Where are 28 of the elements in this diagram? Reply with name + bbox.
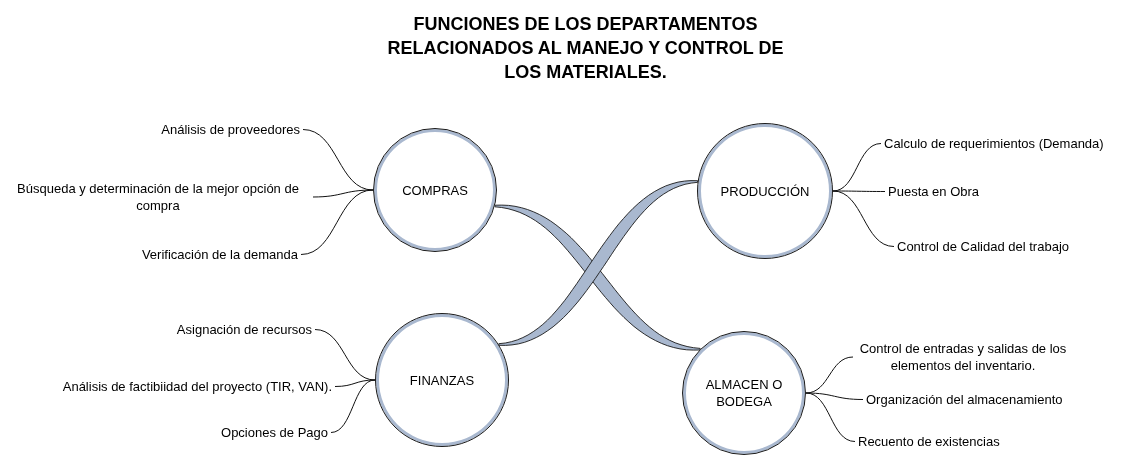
bracket-connector — [334, 379, 376, 387]
ribbon-connector — [498, 180, 699, 346]
diagram-title: FUNCIONES DE LOS DEPARTAMENTOS RELACIONADOS AL MANEJO Y CONTROL DE LOS MATERIALES. — [386, 13, 785, 84]
function-text: Búsqueda y determinación de la mejor opción de compra — [6, 180, 310, 214]
ribbon-connector — [494, 204, 701, 351]
bracket-connector — [314, 329, 376, 381]
bracket-connector — [330, 379, 376, 433]
function-text: Análisis de proveedores — [100, 121, 300, 138]
function-text: Análisis de factibiidad del proyecto (TIR, VAN). — [6, 378, 332, 395]
function-text: Organización del almacenamiento — [866, 391, 1096, 408]
function-text: Asignación de recursos — [100, 321, 312, 338]
function-text: Control de Calidad del trabajo — [897, 238, 1107, 255]
function-text: Control de entradas y salidas de los elementos del inventario. — [856, 340, 1070, 374]
function-text: Verificación de la demanda — [60, 246, 298, 263]
bracket-connector — [300, 189, 374, 255]
bracket-connector — [805, 392, 856, 442]
bracket-connector — [832, 190, 886, 192]
bracket-connector — [805, 392, 864, 400]
function-text: Recuento de existencias — [858, 433, 1058, 450]
function-text: Opciones de Pago — [150, 424, 328, 441]
department-label: FINANZAS — [408, 371, 476, 389]
function-text: Puesta en Obra — [888, 183, 1038, 200]
department-label: PRODUCCIÓN — [719, 182, 811, 200]
bracket-connector — [312, 189, 374, 198]
department-label: ALMACEN O BODEGA — [704, 376, 784, 410]
department-label: COMPRAS — [401, 181, 469, 199]
function-text: Calculo de requerimientos (Demanda) — [884, 135, 1129, 152]
bracket-connector — [832, 190, 895, 247]
